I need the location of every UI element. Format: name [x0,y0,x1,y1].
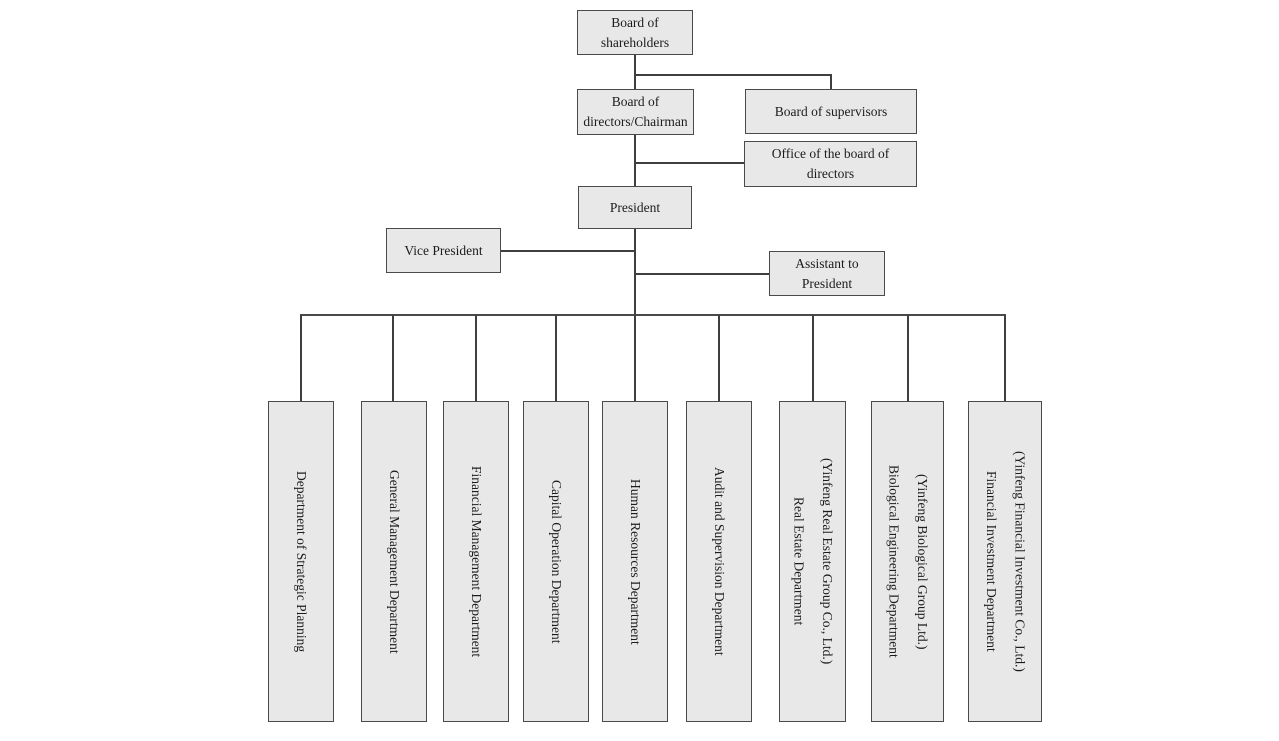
node-board-of-directors-chairman: Board of directors/Chairman [577,89,694,135]
node-president: President [578,186,692,229]
node-board-of-shareholders: Board of shareholders [577,10,693,55]
connector-branch-board-office [634,162,744,164]
node-label: Board of [611,14,659,30]
dept-general-management: General Management Department [361,401,427,722]
dept-label: Capital Operation Department [549,479,565,644]
node-vice-president: Vice President [386,228,501,273]
dept-label: Real Estate Department [791,497,807,626]
node-label: Office of the board of [771,146,890,161]
dept-label: Biological Engineering Department [886,465,902,658]
node-assistant-to-president: Assistant to President [769,251,885,296]
connector-drop-1 [300,315,302,402]
connector-drop-4 [555,315,557,402]
connector-drop-3 [475,315,477,402]
dept-financial-management: Financial Management Department [443,401,509,722]
connector-president-bus [634,228,636,315]
connector-drop-8 [907,315,909,402]
connector-assistant [635,273,770,275]
node-label: President [609,199,661,215]
node-label: directors [806,166,855,181]
dept-label: Human Resources Department [628,478,644,645]
node-label: President [801,275,853,291]
dept-capital-operation: Capital Operation Department [523,401,589,722]
dept-label: Financial Investment Department [984,471,999,652]
connector-drop-5 [634,315,636,402]
dept-biological-engineering: (Yinfeng Biological Group Ltd.) Biologic… [871,401,944,722]
connector-directors-president [634,135,636,186]
connector-drop-2 [392,315,394,402]
dept-label: Financial Management Department [469,465,485,658]
dept-label: Department of Strategic Planning [294,470,310,653]
dept-label: (Yinfeng Biological Group Ltd.) [914,473,930,650]
dept-audit-supervision: Audit and Supervision Department [686,401,752,722]
dept-financial-investment: (Yinfeng Financial Investment Co., Ltd.)… [968,401,1042,722]
connector-bus [300,314,1006,317]
dept-human-resources: Human Resources Department [602,401,668,722]
node-label: Board of [611,94,660,109]
node-office-of-the-board: Office of the board of directors [744,141,917,187]
connector-shareholders-directors [634,55,636,90]
node-label: Assistant to [795,255,859,271]
dept-real-estate: (Yinfeng Real Estate Group Co., Ltd.) Re… [779,401,846,722]
dept-label: General Management Department [387,469,403,654]
connector-branch-supervisors-v [830,74,832,90]
connector-drop-9 [1004,315,1006,402]
connector-branch-supervisors-h [634,74,831,76]
node-label: Board of supervisors [774,103,888,119]
connector-vice-president [500,250,634,252]
dept-label: Audit and Supervision Department [712,467,728,656]
node-label: shareholders [600,34,670,50]
connector-drop-7 [812,315,814,402]
connector-drop-6 [718,315,720,402]
node-label: Vice President [404,242,483,258]
node-label: directors/Chairman [583,114,688,129]
dept-label: (Yinfeng Real Estate Group Co., Ltd.) [819,458,835,665]
node-board-of-supervisors: Board of supervisors [745,89,917,134]
dept-strategic-planning: Department of Strategic Planning [268,401,334,722]
dept-label: (Yinfeng Financial Investment Co., Ltd.) [1012,451,1028,672]
